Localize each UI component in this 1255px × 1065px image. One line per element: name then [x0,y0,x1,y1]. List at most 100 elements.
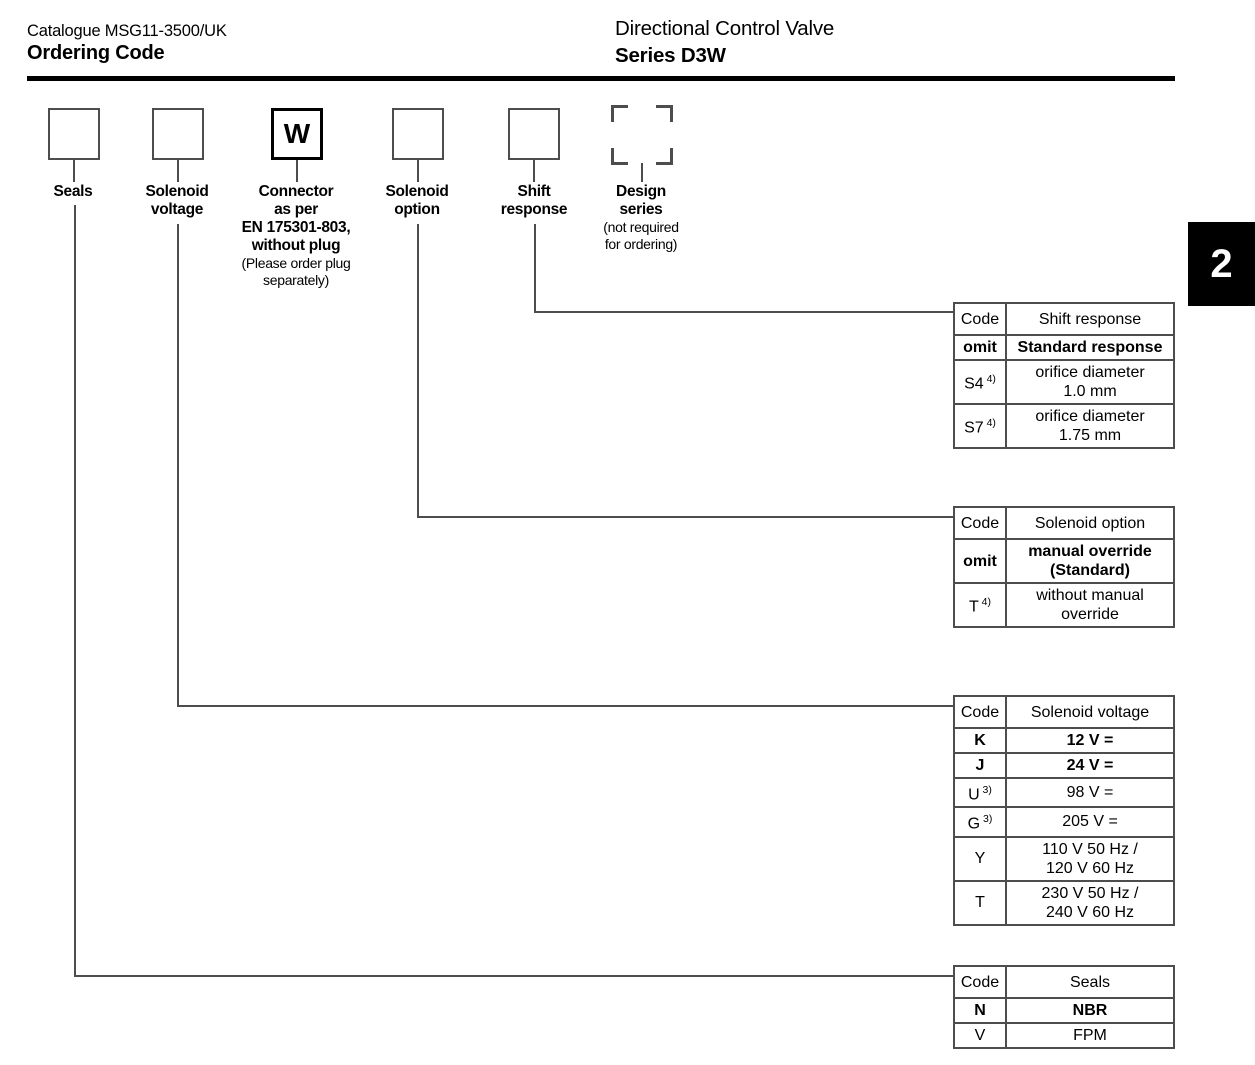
page-number-tab: 2 [1188,222,1255,306]
leader-hline-seals [74,975,955,977]
header-cell-description: Seals [1005,965,1175,999]
header-cell-code: Code [953,695,1007,729]
leader-vline-seals [74,205,76,977]
label-connector-note-line1: (Please order plug [241,255,351,271]
stub-design-series [641,163,643,182]
page-title: Ordering Code [27,42,165,64]
label-solenoid-voltage-line2: voltage [150,201,204,218]
code-box-design-series[interactable] [611,105,673,165]
cell-description: 230 V 50 Hz /240 V 60 Hz [1005,879,1175,926]
cell-description: FPM [1005,1022,1175,1049]
label-shift-response: Shift response [478,183,590,219]
cell-code: S4 4) [953,359,1007,405]
label-connector-line4: without plug [251,237,341,254]
cell-code: omit [953,334,1007,361]
cell-description: NBR [1005,997,1175,1024]
code-box-solenoid-voltage[interactable] [152,108,204,160]
code-box-solenoid-option[interactable] [392,108,444,160]
cell-code: omit [953,538,1007,584]
label-design-series-line2: series [619,201,663,218]
label-shift-response-line2: response [500,201,568,218]
corner-bottom-left-icon [611,148,628,165]
footnote-marker: 3) [980,813,993,826]
label-solenoid-option-line2: option [394,201,440,218]
leader-vline-solenoid-option [417,224,419,518]
product-name: Directional Control Valve [615,17,835,40]
leader-vline-solenoid-voltage [177,224,179,707]
cell-code: N [953,997,1007,1024]
label-solenoid-voltage-line1: Solenoid [145,183,209,200]
table-row[interactable]: U 3)98 V = [953,776,1175,809]
header-cell-code: Code [953,302,1007,336]
footnote-marker: 4) [983,373,996,386]
code-box-shift-response[interactable] [508,108,560,160]
label-connector-note-line2: separately) [263,272,329,288]
series-name: Series D3W [615,44,726,67]
stub-solenoid-voltage [177,160,179,182]
corner-top-right-icon [656,105,673,122]
footnote-marker: 4) [983,417,996,430]
label-connector: Connector as per EN 175301-803, without … [216,183,376,289]
label-shift-response-line1: Shift [517,183,551,200]
code-box-connector[interactable]: W [271,108,323,160]
label-design-series-note-line1: (not required [603,219,679,235]
header-divider [27,76,1175,81]
cell-code: J [953,752,1007,779]
label-solenoid-voltage: Solenoid voltage [127,183,227,219]
label-connector-line3: EN 175301-803, [241,219,351,236]
catalogue-number: Catalogue MSG11-3500/UK [27,22,227,40]
corner-bottom-right-icon [656,148,673,165]
corner-top-left-icon [611,105,628,122]
leader-hline-solenoid-voltage [177,705,955,707]
cell-code: V [953,1022,1007,1049]
cell-code: U 3) [953,776,1007,809]
cell-code: K [953,727,1007,754]
cell-code: S7 4) [953,403,1007,449]
cell-code: G 3) [953,806,1007,838]
leader-hline-shift-response [534,311,955,313]
stub-connector [296,160,298,182]
cell-code: Y [953,835,1007,882]
label-design-series: Design series (not required for ordering… [586,183,696,253]
stub-shift-response [533,160,535,182]
cell-description: 98 V = [1005,776,1175,809]
header-cell-code: Code [953,965,1007,999]
cell-code: T 4) [953,582,1007,628]
label-solenoid-option: Solenoid option [367,183,467,219]
leader-hline-solenoid-option [417,516,955,518]
label-seals: Seals [23,183,123,201]
label-connector-line2: as per [274,201,318,218]
leader-vline-shift-response [534,224,536,313]
table-row[interactable]: G 3)205 V = [953,806,1175,838]
cell-description: 110 V 50 Hz /120 V 60 Hz [1005,835,1175,882]
header-cell-description: Solenoid voltage [1005,695,1175,729]
code-box-seals[interactable] [48,108,100,160]
header-cell-code: Code [953,506,1007,540]
